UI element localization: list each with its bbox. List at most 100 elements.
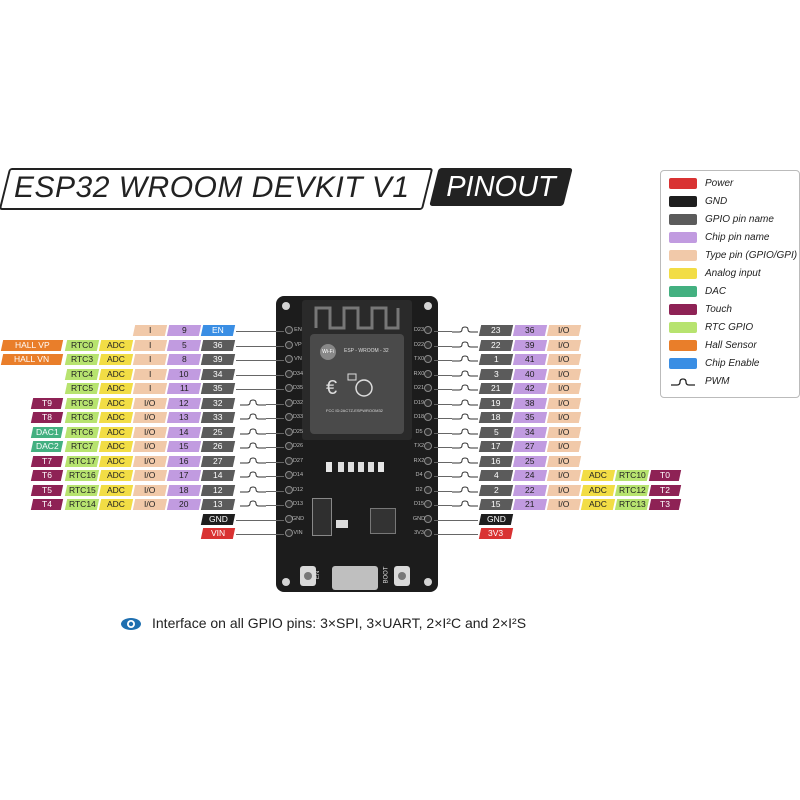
legend-label: Chip pin name <box>705 232 770 243</box>
legend-label: Hall Sensor <box>705 340 757 351</box>
touch-label: T3 <box>648 499 682 510</box>
board-pin-label: RX0 <box>413 370 425 377</box>
chip-pin-label: 22 <box>512 484 548 496</box>
pin-connector <box>434 360 452 361</box>
legend-item: PWM <box>669 375 799 389</box>
chip-pin-label: 27 <box>512 441 548 452</box>
chip-pin-label: 39 <box>512 339 548 351</box>
power-label: 3V3 <box>478 528 514 539</box>
smd-led <box>326 462 332 472</box>
pwm-wave-icon <box>240 485 266 492</box>
header-pin <box>285 369 293 378</box>
gpio-label: 22 <box>478 339 514 351</box>
board-pin-label: TX0 <box>413 356 425 362</box>
rtc-label: RTC5 <box>64 383 100 394</box>
header-pin <box>424 326 432 334</box>
pwm-wave-icon <box>240 398 266 405</box>
chip-pin-label: 18 <box>166 484 202 496</box>
adc-label: ADC <box>98 470 134 481</box>
wifi-logo-icon <box>320 344 336 360</box>
board-pin-label: VIN <box>293 530 303 536</box>
legend-item: Type pin (GPIO/GPI) <box>669 249 799 263</box>
gpio-label: 27 <box>200 455 236 467</box>
pin-connector <box>266 447 284 448</box>
certification-marks-icon: € <box>326 373 373 399</box>
type-label: I/O <box>546 339 582 351</box>
type-label: I/O <box>132 499 168 510</box>
pin-connector <box>236 389 284 390</box>
header-pin <box>424 340 432 349</box>
gpio-label: 21 <box>478 383 514 394</box>
board-pin-label: GND <box>412 515 426 522</box>
page-title: ESP32 WROOM DEVKIT V1 <box>14 171 410 204</box>
legend-label: Type pin (GPIO/GPI) <box>705 250 798 261</box>
hall-label: HALL VP <box>0 339 64 351</box>
board-pin-label: D13 <box>292 501 304 507</box>
pwm-wave-icon <box>452 485 478 492</box>
header-pin <box>424 384 432 392</box>
micro-usb-port[interactable] <box>332 566 378 590</box>
header-pin <box>424 529 432 537</box>
gpio-label: 34 <box>200 368 236 380</box>
gpio-label: 18 <box>478 412 514 423</box>
chip-pin-label: 36 <box>512 325 548 336</box>
gpio-label: 26 <box>200 441 236 452</box>
legend-item: DAC <box>669 285 799 299</box>
header-pin <box>285 485 293 494</box>
chip-pin-label: 21 <box>512 499 548 510</box>
pwm-wave-icon <box>452 340 478 347</box>
boot-button-label: BOOT <box>383 566 390 584</box>
pin-connector <box>266 461 284 463</box>
legend-item: Chip Enable <box>669 357 799 371</box>
pin-connector <box>236 360 284 361</box>
board-pin-label: D34 <box>292 370 304 377</box>
legend-item: Chip pin name <box>669 231 799 245</box>
chip-pin-label: 13 <box>166 412 202 423</box>
smd-resistor <box>348 462 354 472</box>
boot-button[interactable] <box>394 566 410 586</box>
gpio-label: 14 <box>200 470 236 481</box>
header-pin <box>424 456 432 465</box>
header-pin <box>424 427 432 436</box>
touch-label: T8 <box>30 412 64 423</box>
rtc-label: RTC13 <box>614 499 650 510</box>
header-pin <box>424 500 432 508</box>
touch-label: T6 <box>30 470 64 481</box>
chip-pin-label: 34 <box>512 426 548 438</box>
chip-pin-label: 5 <box>166 339 202 351</box>
pinout-badge-text: PINOUT <box>446 171 556 203</box>
hall-label: HALL VN <box>0 354 64 365</box>
board-pin-label: D35 <box>292 385 304 391</box>
type-label: I <box>132 383 168 394</box>
header-pin <box>424 355 432 363</box>
board-pin-label: D32 <box>292 399 304 406</box>
rtc-label: RTC6 <box>64 426 100 438</box>
type-label: I/O <box>546 397 582 409</box>
pwm-wave-icon <box>452 456 478 463</box>
eye-icon <box>121 618 141 630</box>
legend-swatch <box>669 358 697 369</box>
smd-resistor <box>368 462 374 472</box>
header-pin <box>424 369 432 378</box>
gpio-label: 23 <box>478 325 514 336</box>
gpio-label: 36 <box>200 339 236 351</box>
rtc-label: RTC16 <box>64 470 100 481</box>
legend-item: Touch <box>669 303 799 317</box>
pwm-wave-icon <box>452 355 478 362</box>
en-button[interactable] <box>300 566 316 586</box>
header-pin <box>424 485 432 494</box>
type-label: I <box>132 325 168 336</box>
module-name: ESP - WROOM - 32 <box>344 348 389 354</box>
gpio-label: 15 <box>478 499 514 510</box>
module-fcc-id: FCC ID:2AC7Z-ESPWROOM32 <box>326 408 383 413</box>
legend-label: Power <box>705 178 734 189</box>
adc-label: ADC <box>98 499 134 510</box>
chip-pin-label: 10 <box>166 368 202 380</box>
legend-swatch <box>669 268 697 279</box>
header-pin <box>285 500 293 508</box>
legend-label: Analog input <box>705 268 761 279</box>
rtc-label: RTC0 <box>64 339 100 351</box>
board-pin-label: D15 <box>413 501 425 507</box>
